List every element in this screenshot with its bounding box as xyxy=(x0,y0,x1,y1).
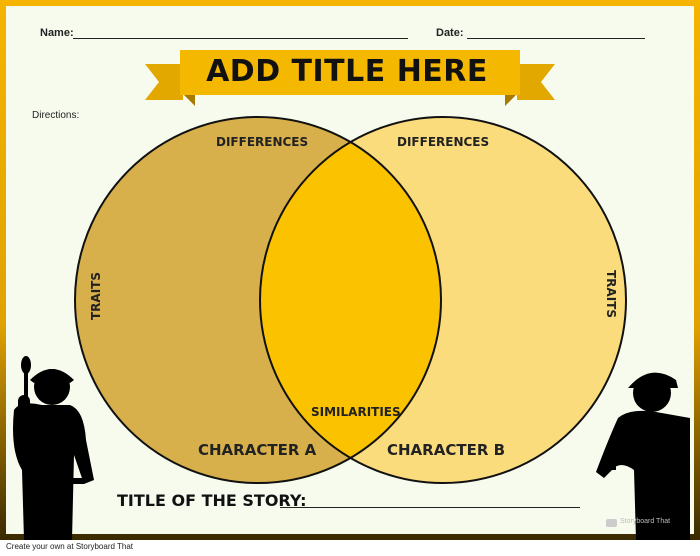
right-traits-label: TRAITS xyxy=(604,269,619,319)
character-a-label[interactable]: CHARACTER A xyxy=(198,441,317,459)
title-banner xyxy=(145,50,555,106)
right-differences-label: DIFFERENCES xyxy=(397,135,490,149)
left-differences-label: DIFFERENCES xyxy=(216,135,309,149)
story-title-label: TITLE OF THE STORY: xyxy=(117,491,307,510)
date-label: Date: xyxy=(436,27,464,39)
similarities-label: SIMILARITIES xyxy=(311,405,401,419)
left-character-silhouette xyxy=(13,356,94,540)
footer-credit[interactable]: Create your own at Storyboard That xyxy=(6,542,134,551)
storyboard-logo-icon xyxy=(606,519,617,527)
right-character-silhouette xyxy=(596,372,690,540)
left-traits-label: TRAITS xyxy=(89,271,104,321)
directions-label: Directions: xyxy=(32,110,80,121)
overlap-region xyxy=(260,117,441,483)
name-field[interactable] xyxy=(73,38,408,39)
date-field[interactable] xyxy=(467,38,645,39)
name-label: Name: xyxy=(40,27,74,39)
character-b-label[interactable]: CHARACTER B xyxy=(387,441,506,459)
watermark-text: Storyboard That xyxy=(620,518,671,525)
story-title-field[interactable] xyxy=(280,507,580,508)
title-text[interactable]: ADD TITLE HERE xyxy=(206,54,488,89)
